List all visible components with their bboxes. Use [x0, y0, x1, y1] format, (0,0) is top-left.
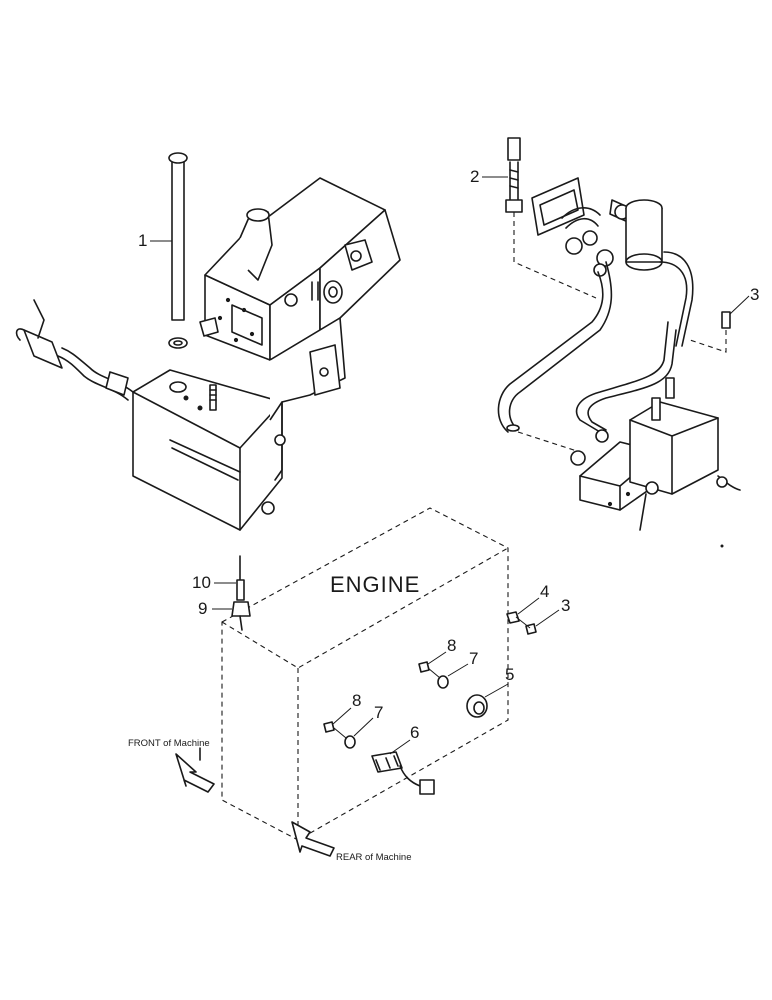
callout-5: 5 [484, 665, 514, 698]
callout-8-upper: 8 [427, 636, 456, 665]
callout-3-lower: 3 [535, 596, 570, 627]
callout-number: 7 [469, 649, 478, 668]
callout-2: 2 [470, 167, 508, 186]
engine-label: ENGINE [330, 572, 420, 597]
callout-7-upper: 7 [447, 649, 478, 677]
front-arrow: FRONT of Machine [128, 738, 215, 793]
hydraulic-tank-assembly [15, 152, 401, 531]
callout-8-lower: 8 [332, 691, 361, 725]
callout-number: 1 [138, 231, 147, 250]
callout-number: 8 [352, 691, 361, 710]
callout-10: 10 [192, 573, 236, 592]
rear-arrow: REAR of Machine [291, 821, 412, 863]
callout-6: 6 [389, 723, 419, 755]
callout-4: 4 [517, 582, 549, 615]
callout-number: 5 [505, 665, 514, 684]
callout-1: 1 [138, 231, 172, 250]
callout-7-lower: 7 [353, 703, 383, 737]
front-of-machine-label: FRONT of Machine [128, 738, 210, 749]
callout-number: 3 [561, 596, 570, 615]
rear-of-machine-label: REAR of Machine [336, 852, 412, 863]
engine-sensor-parts [231, 555, 537, 795]
callout-number: 4 [540, 582, 549, 601]
callout-number: 7 [374, 703, 383, 722]
valve-filter-assembly [497, 137, 741, 548]
callout-number: 10 [192, 573, 211, 592]
callout-9: 9 [198, 599, 232, 618]
callout-3-upper: 3 [729, 285, 759, 315]
callouts: 1 2 3 3 4 5 6 7 [138, 167, 759, 755]
callout-number: 2 [470, 167, 479, 186]
callout-number: 6 [410, 723, 419, 742]
callout-number: 9 [198, 599, 207, 618]
engine-outline: ENGINE [221, 507, 509, 841]
callout-number: 8 [447, 636, 456, 655]
callout-number: 3 [750, 285, 759, 304]
